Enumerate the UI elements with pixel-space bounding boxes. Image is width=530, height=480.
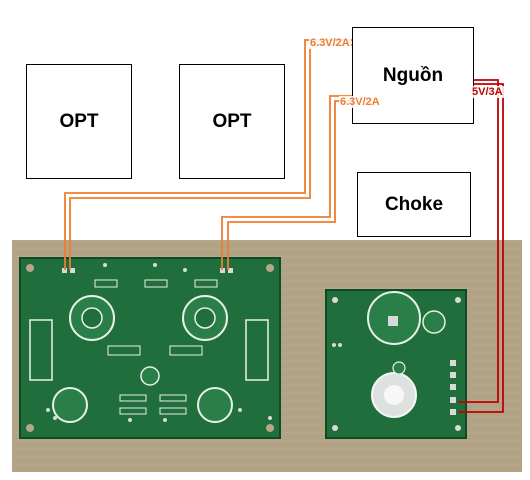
choke-box: Choke <box>357 172 471 237</box>
opt-right-label: OPT <box>212 110 252 132</box>
power-supply-box: Nguồn <box>352 27 474 124</box>
opt-left-label: OPT <box>59 110 99 132</box>
choke-label: Choke <box>384 193 444 215</box>
supply-label: 5V/3A <box>471 86 504 98</box>
supply-wires <box>458 79 504 413</box>
opt-right-box: OPT <box>179 64 285 179</box>
opt-left-box: OPT <box>26 64 132 179</box>
heater-a-label: 6.3V/2A <box>309 37 351 49</box>
power-supply-board <box>325 289 467 439</box>
heater-b-label: 6.3V/2A <box>339 96 381 108</box>
amplifier-board <box>19 257 281 439</box>
power-supply-label: Nguồn <box>382 64 444 86</box>
